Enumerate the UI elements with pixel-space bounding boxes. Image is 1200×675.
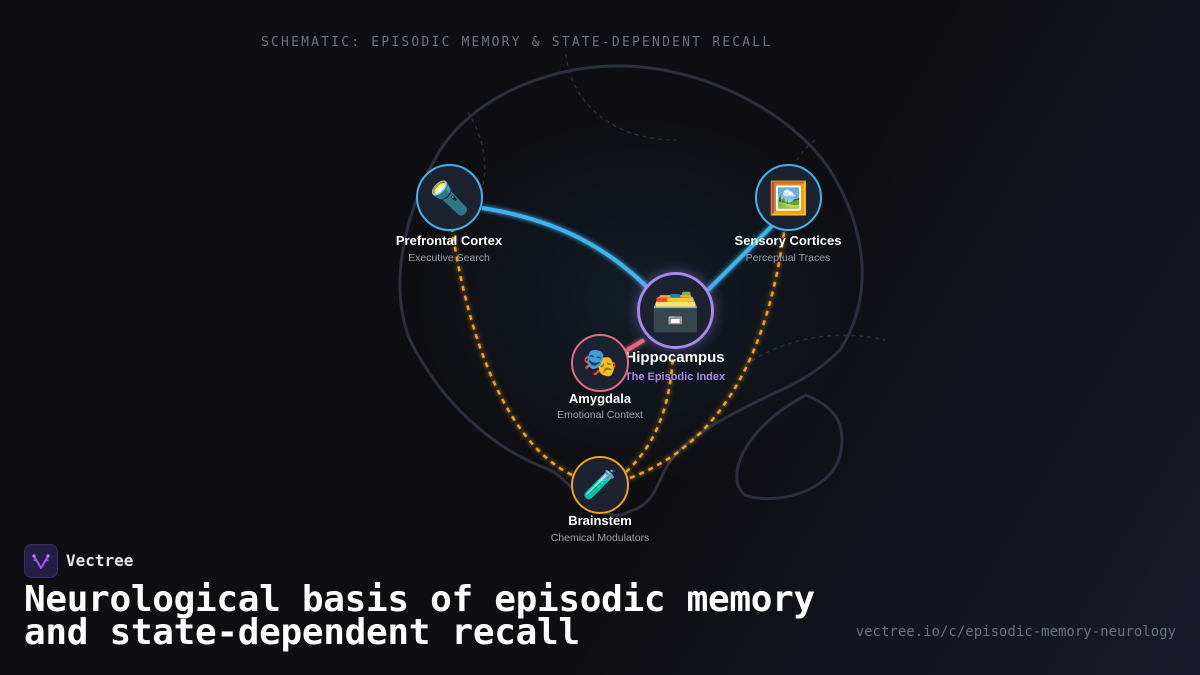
sensory-hippocampus-link: [704, 223, 775, 294]
amygdala-node[interactable]: 🎭: [571, 334, 629, 392]
headline-line-2: and state-dependent recall: [24, 612, 580, 653]
prefrontal-cortex-subtitle: Executive Search: [408, 252, 490, 264]
cerebellum-outline: [735, 393, 844, 501]
brainstem-hippocampus-link: [625, 355, 675, 473]
brainstem-prefrontal-link: [450, 227, 573, 477]
hippocampus-subtitle: The Episodic Index: [624, 371, 726, 383]
prefrontal-cortex-label: Prefrontal Cortex: [395, 233, 503, 248]
sulcus-line: [785, 139, 816, 216]
sulcus-line: [467, 111, 486, 206]
brainstem-node[interactable]: 🧪: [571, 456, 629, 514]
page-url[interactable]: vectree.io/c/episodic-memory-neurology: [855, 624, 1176, 640]
amygdala-subtitle: Emotional Context: [557, 409, 643, 421]
prefrontal-hippocampus-link: [481, 206, 652, 292]
flashlight-icon: 🔦: [429, 178, 470, 217]
brain-outline: [398, 64, 864, 517]
brainstem-subtitle: Chemical Modulators: [550, 532, 650, 544]
sulcus-line: [744, 334, 886, 366]
page-headline: Neurological basis of episodic memory an…: [24, 579, 884, 653]
vectree-logo-icon[interactable]: [24, 544, 58, 578]
amygdala-label: Amygdala: [568, 391, 632, 406]
framed-picture-icon: 🖼️: [768, 178, 809, 217]
test-tube-icon: 🧪: [582, 468, 618, 501]
brainstem-sensory-link: [629, 224, 787, 480]
hippocampus-node[interactable]: 🗃️: [637, 272, 714, 349]
amygdala-hippocampus-link: [622, 338, 646, 354]
headline-line-1: Neurological basis of episodic memory: [24, 579, 815, 620]
brand-name: Vectree: [66, 551, 134, 570]
brainstem-label: Brainstem: [568, 513, 632, 528]
prefrontal-cortex-node[interactable]: 🔦: [416, 164, 483, 231]
sensory-cortices-node[interactable]: 🖼️: [755, 164, 822, 231]
hippocampus-label: Hippocampus: [625, 349, 725, 366]
schematic-title: SCHEMATIC: EPISODIC MEMORY & STATE-DEPEN…: [261, 35, 773, 50]
sensory-cortices-label: Sensory Cortices: [734, 233, 842, 248]
card-file-box-icon: 🗃️: [650, 287, 701, 334]
sensory-cortices-subtitle: Perceptual Traces: [745, 252, 831, 264]
theater-masks-icon: 🎭: [582, 346, 618, 379]
